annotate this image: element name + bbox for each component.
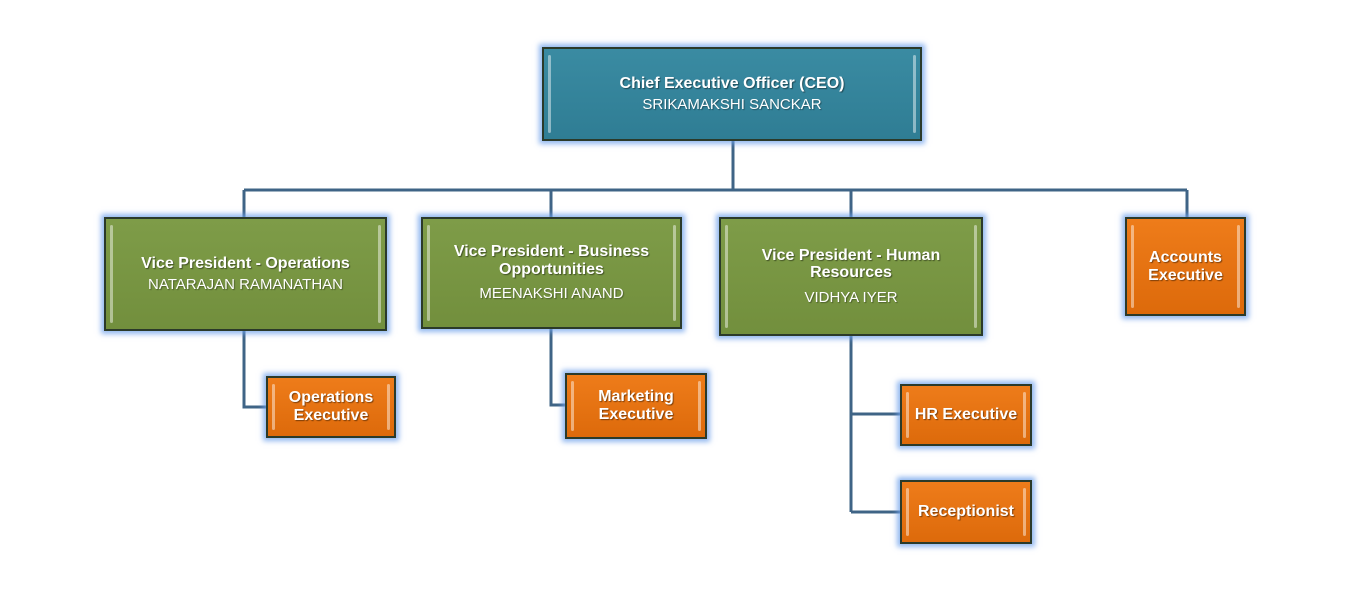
- hr-executive-box: HR Executive: [900, 384, 1032, 446]
- vp-operations-name: NATARAJAN RAMANATHAN: [147, 275, 343, 293]
- receptionist-role: Receptionist: [917, 503, 1014, 521]
- accounts-executive-box: Accounts Executive: [1125, 217, 1246, 316]
- connector-to-marketing-exec: [549, 329, 565, 407]
- ceo-box: Chief Executive Officer (CEO) SRIKAMAKSH…: [542, 47, 922, 141]
- marketing-executive-role: Marketing Executive: [598, 388, 674, 423]
- vp-hr-role: Vice President - Human Resources: [761, 246, 941, 282]
- marketing-executive-box: Marketing Executive: [565, 373, 707, 439]
- ceo-role: Chief Executive Officer (CEO): [619, 74, 845, 92]
- vp-business-box: Vice President - Business Opportunities …: [421, 217, 682, 329]
- ceo-name: SRIKAMAKSHI SANCKAR: [642, 95, 822, 113]
- accounts-executive-role: Accounts Executive: [1148, 248, 1223, 284]
- vp-hr-box: Vice President - Human Resources VIDHYA …: [719, 217, 983, 336]
- vp-hr-name: VIDHYA IYER: [804, 288, 898, 306]
- operations-executive-role: Operations Executive: [288, 389, 374, 424]
- operations-executive-box: Operations Executive: [266, 376, 396, 438]
- vp-operations-role: Vice President - Operations: [141, 254, 350, 272]
- vp-operations-box: Vice President - Operations NATARAJAN RA…: [104, 217, 387, 331]
- hr-executive-role: HR Executive: [914, 406, 1018, 424]
- vp-business-name: MEENAKSHI ANAND: [479, 285, 624, 303]
- receptionist-box: Receptionist: [900, 480, 1032, 544]
- connector-to-operations-exec: [242, 331, 266, 409]
- vp-business-role: Vice President - Business Opportunities: [453, 243, 650, 278]
